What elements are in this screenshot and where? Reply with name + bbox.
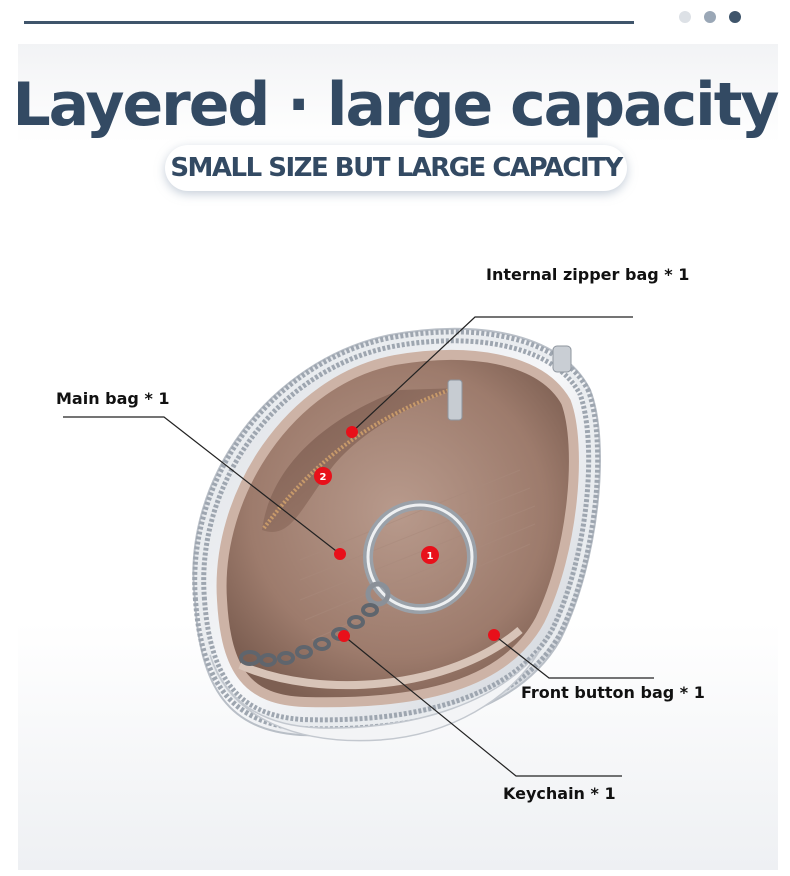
marker-1-badge <box>421 546 439 564</box>
marker-main-dot <box>334 548 346 560</box>
callout-main-bag: Main bag * 1 <box>56 389 170 408</box>
leader-front-button <box>493 634 654 679</box>
leader-keychain <box>343 635 622 777</box>
marker-1-label: 1 <box>427 551 434 562</box>
pagination-dots <box>679 11 741 23</box>
marker-zipper-dot <box>346 426 358 438</box>
leader-internal-zipper <box>351 316 633 433</box>
pagination-dot-3[interactable] <box>729 11 741 23</box>
pagination-dot-2[interactable] <box>704 11 716 23</box>
marker-2-badge <box>314 467 332 485</box>
callout-internal-zipper: Internal zipper bag * 1 <box>486 265 690 284</box>
subtitle-pill: SMALL SIZE BUT LARGE CAPACITY <box>165 145 627 191</box>
marker-2-label: 2 <box>320 472 327 483</box>
page-title: Layered · large capacity <box>12 70 779 140</box>
leader-lines <box>63 316 654 777</box>
leader-main-bag <box>63 416 341 555</box>
key-ring <box>363 500 477 614</box>
markers: 1 2 <box>314 426 500 642</box>
pagination-dot-1[interactable] <box>679 11 691 23</box>
callout-keychain: Keychain * 1 <box>503 784 616 803</box>
callout-front-button: Front button bag * 1 <box>521 683 705 702</box>
marker-front-dot <box>488 629 500 641</box>
header-rule <box>24 21 634 24</box>
marker-keychain-dot <box>338 630 350 642</box>
